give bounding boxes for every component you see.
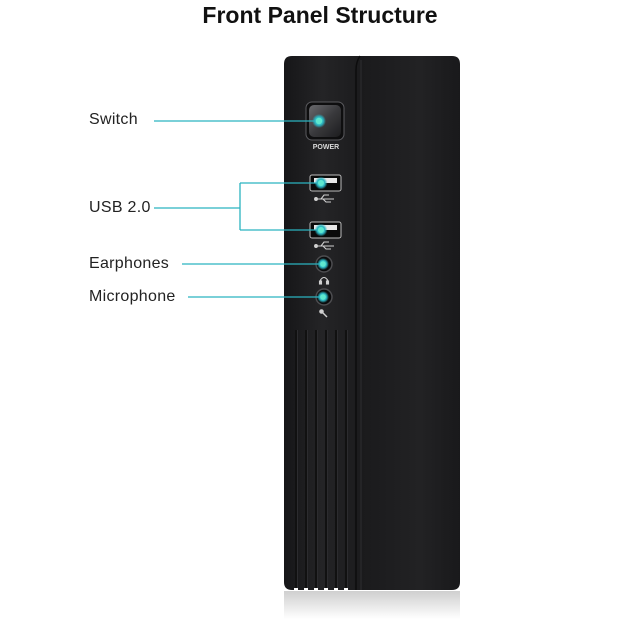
panel-seam <box>355 55 361 590</box>
label-earphones: Earphones <box>89 255 170 272</box>
vent-grille <box>295 330 348 590</box>
page-title: Front Panel Structure <box>202 2 438 28</box>
callout-lines <box>154 120 322 298</box>
usb-icon <box>314 241 334 250</box>
vent-foot-holes <box>294 588 348 591</box>
indicator-switch-core <box>315 117 323 125</box>
indicator-microphone-core <box>320 294 326 300</box>
floor-reflection <box>284 591 460 619</box>
label-switch: Switch <box>89 111 138 128</box>
headphone-icon <box>318 276 330 285</box>
power-label: POWER <box>313 144 339 151</box>
microphone-icon <box>319 309 328 318</box>
label-usb: USB 2.0 <box>89 199 151 216</box>
label-microphone: Microphone <box>89 288 176 305</box>
indicator-earphones-core <box>320 261 326 267</box>
indicator-usb-2-core <box>318 227 324 233</box>
indicator-dots <box>312 114 329 303</box>
usb-icon <box>314 194 334 203</box>
case-front-right <box>360 56 460 590</box>
indicator-usb-1-core <box>318 180 324 186</box>
